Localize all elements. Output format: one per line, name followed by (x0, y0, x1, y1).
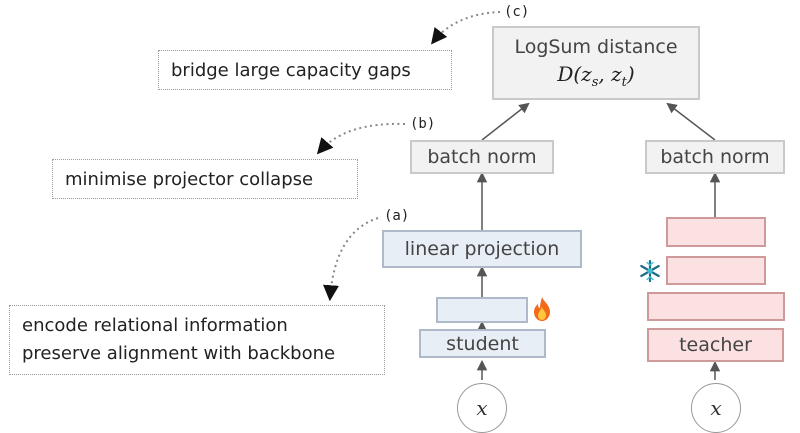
teacher-label: teacher (679, 334, 752, 356)
teacher-block-frozen (666, 256, 766, 285)
tag-b: (b) (410, 116, 436, 132)
snowflake-icon (638, 259, 662, 287)
student-label: student (446, 332, 519, 355)
arrow-batchnorm-to-logsum-teacher (666, 102, 716, 141)
note-c-text: bridge large capacity gaps (171, 59, 411, 81)
tag-a: (a) (384, 208, 410, 224)
logsum-title: LogSum distance (514, 36, 678, 58)
batch-norm-student-label: batch norm (427, 146, 537, 168)
student-trainable-block (436, 297, 528, 323)
pointer-a (322, 217, 379, 302)
fire-icon (532, 296, 552, 326)
tag-c: (c) (504, 4, 530, 20)
batch-norm-teacher: batch norm (645, 140, 785, 174)
note-b: minimise projector collapse (52, 159, 358, 199)
note-b-text: minimise projector collapse (65, 168, 314, 190)
note-a-line1: encode relational information (22, 315, 288, 336)
arrow-batchnorm-to-logsum-student (481, 102, 530, 141)
input-x-teacher-label: x (710, 396, 722, 420)
logsum-formula: D(zs, zt) (557, 62, 635, 90)
pointer-c (431, 11, 501, 45)
linear-projection-box: linear projection (382, 230, 582, 268)
input-x-student-label: x (476, 396, 488, 420)
linear-projection-label: linear projection (404, 238, 560, 260)
input-x-teacher: x (691, 383, 741, 433)
note-a-line2: preserve alignment with backbone (22, 343, 336, 364)
student-box: student (419, 329, 546, 358)
note-c: bridge large capacity gaps (158, 50, 452, 90)
batch-norm-teacher-label: batch norm (660, 146, 770, 168)
pointer-b (316, 122, 406, 155)
teacher-block-top (666, 217, 766, 247)
logsum-distance-box: LogSum distance D(zs, zt) (492, 26, 700, 100)
input-x-student: x (457, 383, 507, 433)
teacher-block-wide (647, 292, 785, 321)
note-a: encode relational information preserve a… (9, 305, 385, 375)
batch-norm-student: batch norm (410, 140, 554, 174)
teacher-box: teacher (647, 328, 784, 362)
